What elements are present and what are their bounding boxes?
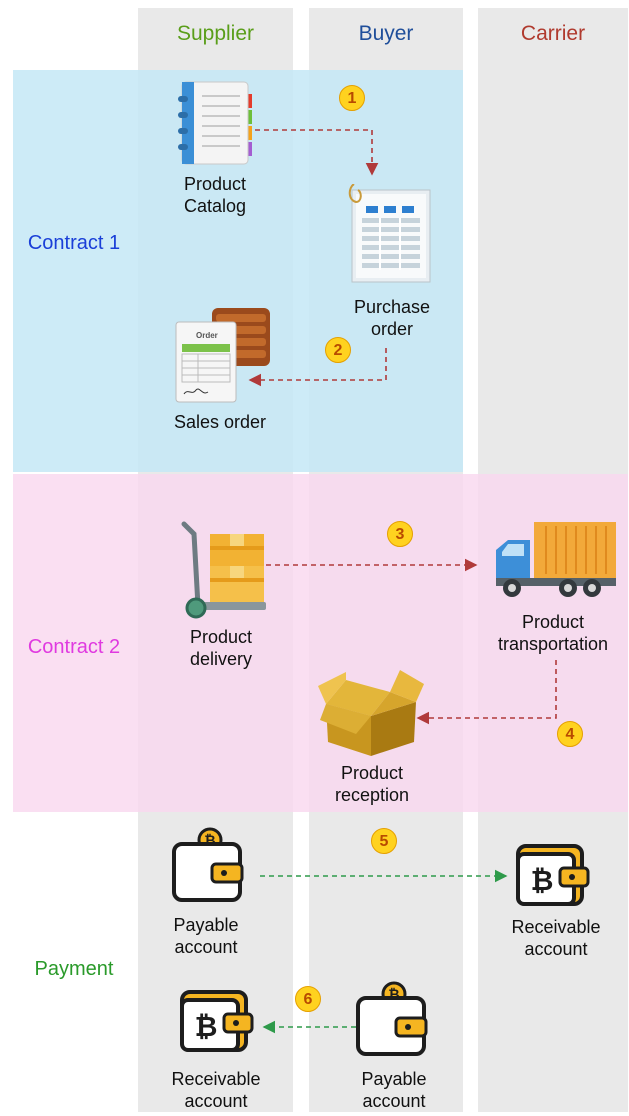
contract2-band	[13, 474, 628, 812]
buyer-header: Buyer	[358, 22, 414, 45]
sales-order-icon: Order	[174, 306, 274, 411]
step-badge-2: 2	[325, 337, 351, 363]
step-badge-5: 5	[371, 828, 397, 854]
payment-label: Payment	[34, 958, 114, 980]
open-box-icon	[316, 664, 426, 763]
supplier-payable-wallet-icon: ₿	[170, 826, 248, 909]
step-badge-1: 1	[339, 85, 365, 111]
carrier-header: Carrier	[520, 22, 586, 45]
arrow-step-2	[248, 348, 387, 387]
step-badge-6: 6	[295, 986, 321, 1012]
hand-truck-icon	[176, 520, 272, 625]
step-badge-3: 3	[387, 521, 413, 547]
supplier-header: Supplier	[176, 22, 255, 45]
svg-text:₿: ₿	[204, 833, 215, 849]
arrow-step-4	[416, 660, 557, 725]
svg-text:₿: ₿	[531, 864, 554, 897]
svg-text:₿: ₿	[388, 987, 399, 1003]
buyer-payable-wallet-icon: ₿	[354, 980, 432, 1063]
supplier-receivable-wallet-icon: ₿	[178, 986, 256, 1061]
truck-icon	[494, 516, 618, 605]
purchase-order-icon	[344, 183, 436, 291]
contract1-label: Contract 1	[27, 232, 121, 254]
step-badge-4: 4	[557, 721, 583, 747]
catalog-icon	[176, 78, 258, 173]
svg-text:₿: ₿	[195, 1010, 218, 1043]
arrow-step-1	[255, 129, 379, 176]
svg-text:Order: Order	[196, 331, 218, 340]
sales-order-label: Sales order	[173, 412, 267, 432]
carrier-receivable-wallet-icon: ₿	[514, 840, 592, 915]
contract2-label: Contract 2	[27, 636, 121, 658]
